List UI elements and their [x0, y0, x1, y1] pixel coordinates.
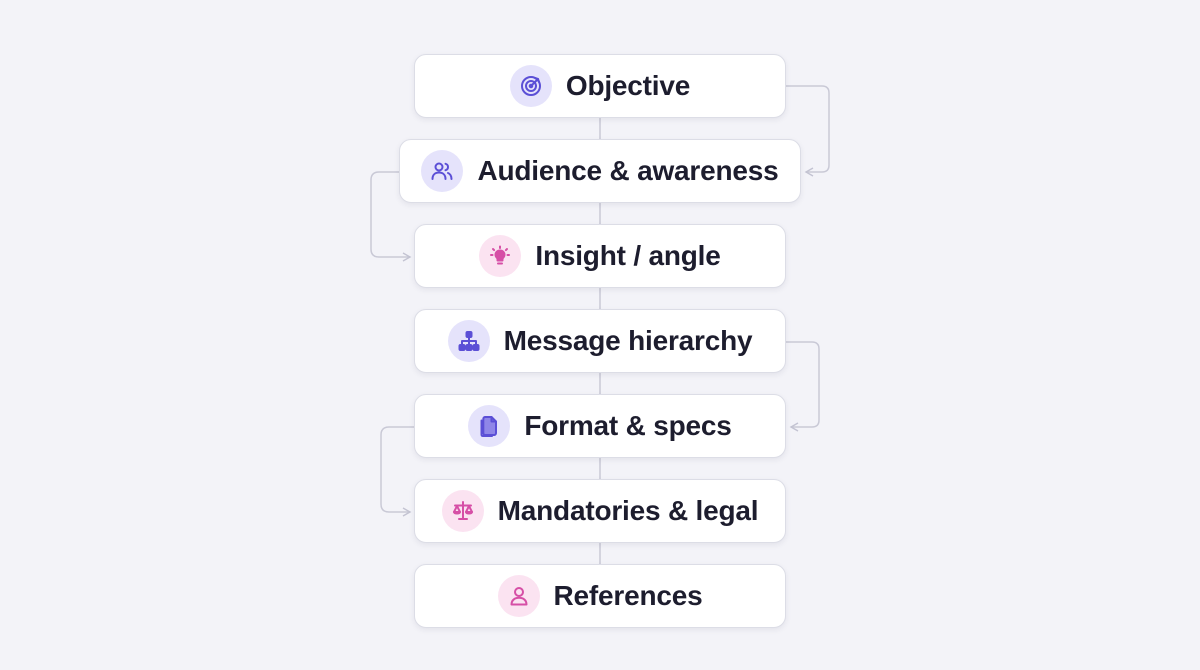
- step-label: Message hierarchy: [503, 325, 753, 356]
- lightbulb-icon: [479, 235, 522, 277]
- step-label: Objective: [565, 70, 691, 101]
- step-card-audience-awareness[interactable]: Audience & awareness: [399, 139, 801, 203]
- step-label: Audience & awareness: [477, 155, 779, 186]
- step-card-message-hierarchy[interactable]: Message hierarchy: [414, 309, 786, 373]
- hierarchy-icon: [447, 320, 490, 362]
- step-label: References: [553, 580, 703, 611]
- document-icon: [468, 405, 511, 447]
- step-label: Format & specs: [524, 410, 732, 441]
- step-card-references[interactable]: References: [414, 564, 786, 628]
- scales-icon: [441, 490, 484, 532]
- step-card-objective[interactable]: Objective: [414, 54, 786, 118]
- step-card-format-specs[interactable]: Format & specs: [414, 394, 786, 458]
- loop-arrow-message-to-format: [786, 341, 820, 432]
- loop-arrow-format-to-mandatories: [380, 426, 414, 517]
- users-icon: [421, 150, 464, 192]
- step-card-mandatories-legal[interactable]: Mandatories & legal: [414, 479, 786, 543]
- step-label: Mandatories & legal: [497, 495, 759, 526]
- loop-arrow-audience-to-insight: [370, 171, 412, 262]
- person-icon: [497, 575, 540, 617]
- target-icon: [509, 65, 552, 107]
- loop-arrow-objective-to-audience: [786, 85, 830, 177]
- step-card-insight-angle[interactable]: Insight / angle: [414, 224, 786, 288]
- step-label: Insight / angle: [535, 240, 721, 271]
